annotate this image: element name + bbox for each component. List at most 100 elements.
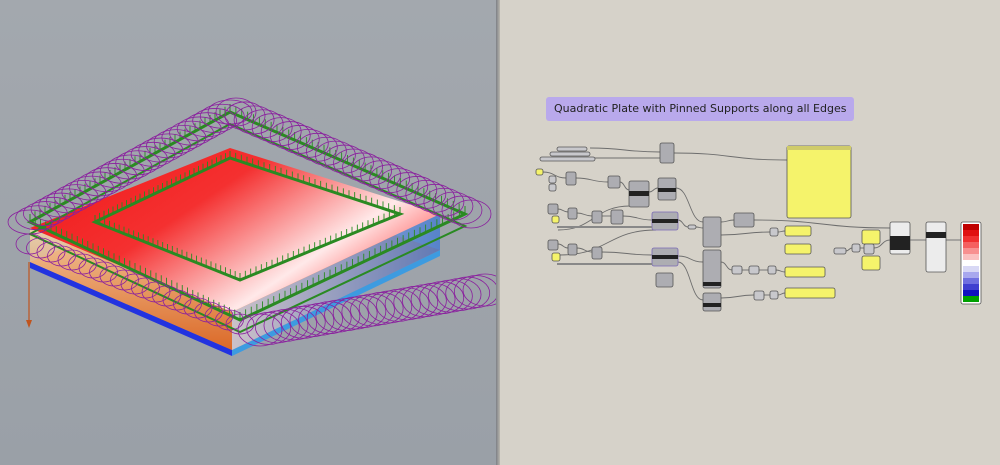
wire	[575, 177, 609, 183]
gh-component[interactable]	[748, 265, 760, 275]
wire	[675, 187, 704, 223]
gh-component[interactable]	[861, 229, 881, 245]
plate-side-right-curtain	[232, 214, 440, 350]
node-layer	[535, 142, 982, 312]
plate-3d-view	[7, 97, 496, 356]
node-graph	[535, 142, 982, 312]
component-band	[890, 236, 910, 250]
gh-component[interactable]	[784, 287, 836, 299]
gh-component[interactable]	[591, 210, 603, 224]
gh-component[interactable]	[925, 221, 947, 273]
component-band	[652, 219, 678, 223]
gh-component[interactable]	[833, 247, 847, 255]
gh-component[interactable]	[556, 146, 588, 152]
plate-side-front	[30, 262, 232, 356]
gh-component[interactable]	[659, 142, 675, 164]
color-gradient-legend-icon	[963, 224, 979, 230]
wire	[720, 219, 735, 223]
gh-component[interactable]	[786, 145, 852, 219]
gh-component[interactable]	[655, 272, 674, 288]
gh-component[interactable]	[702, 216, 722, 248]
gh-component[interactable]	[784, 243, 812, 255]
wire	[648, 187, 659, 193]
wire	[720, 294, 755, 299]
wire	[720, 231, 771, 236]
gh-component[interactable]	[539, 156, 596, 162]
gh-component[interactable]	[549, 151, 591, 157]
color-gradient-legend-icon	[963, 242, 979, 248]
rhino-viewport[interactable]	[0, 0, 496, 465]
wire	[777, 230, 786, 233]
gh-component[interactable]	[548, 183, 557, 192]
gh-component[interactable]	[548, 175, 557, 184]
color-gradient-legend-icon	[963, 278, 979, 284]
gh-component[interactable]	[547, 203, 559, 215]
wire	[673, 152, 788, 161]
gh-component[interactable]	[731, 265, 743, 275]
component-band	[629, 191, 649, 196]
gh-component[interactable]	[733, 212, 755, 228]
group-label[interactable]: Quadratic Plate with Pinned Supports alo…	[546, 97, 855, 121]
gh-component[interactable]	[565, 171, 577, 186]
gh-component[interactable]	[607, 175, 621, 189]
color-gradient-legend-icon	[963, 230, 979, 236]
gh-component[interactable]	[784, 266, 826, 278]
wire	[845, 247, 853, 252]
gh-component[interactable]	[753, 290, 765, 301]
color-gradient-legend-icon	[963, 296, 979, 302]
component-band	[652, 255, 678, 259]
wire	[677, 261, 704, 301]
wire	[753, 219, 891, 229]
wire	[601, 251, 653, 256]
wire	[589, 147, 661, 153]
wire	[695, 226, 704, 229]
gh-component[interactable]	[551, 215, 560, 224]
slider-track[interactable]	[557, 226, 652, 228]
wire	[677, 219, 689, 228]
gh-component[interactable]	[702, 292, 722, 312]
grasshopper-canvas[interactable]: Quadratic Plate with Pinned Supports alo…	[500, 0, 1000, 465]
gh-component[interactable]	[769, 227, 779, 237]
pane-splitter[interactable]	[496, 0, 500, 465]
wire	[720, 261, 733, 271]
down-arrow-icon	[26, 262, 32, 328]
support-rings-purple	[7, 97, 496, 347]
component-band	[703, 282, 721, 286]
gh-component[interactable]	[851, 243, 861, 253]
gh-component[interactable]	[610, 209, 624, 225]
wire	[576, 212, 593, 217]
wire	[777, 292, 786, 296]
support-frame-green	[26, 104, 469, 334]
color-gradient-legend-icon	[963, 266, 979, 272]
gh-component[interactable]	[861, 255, 881, 271]
gh-component[interactable]	[784, 225, 812, 237]
gh-component[interactable]	[769, 290, 779, 300]
gh-component[interactable]	[567, 207, 578, 220]
gh-component[interactable]	[547, 239, 559, 251]
component-band	[658, 188, 676, 192]
color-gradient-legend-icon	[963, 290, 979, 296]
gh-component[interactable]	[767, 265, 777, 275]
wire	[622, 215, 653, 221]
gh-component[interactable]	[863, 243, 875, 255]
gh-component[interactable]	[535, 168, 544, 176]
wire	[557, 208, 569, 213]
gh-component[interactable]	[567, 243, 578, 256]
wire	[677, 255, 704, 263]
gh-component[interactable]	[551, 252, 561, 262]
color-gradient-legend-icon	[963, 284, 979, 290]
component-band	[926, 232, 946, 238]
wire	[576, 247, 593, 253]
gh-component[interactable]	[591, 246, 603, 260]
slider-track[interactable]	[557, 263, 652, 265]
wire	[557, 243, 569, 249]
wire	[542, 171, 567, 179]
panel-header	[787, 146, 851, 150]
color-gradient-legend-icon	[963, 260, 979, 266]
gh-component[interactable]	[687, 224, 697, 230]
gh-component[interactable]	[702, 249, 722, 289]
wire	[619, 181, 630, 191]
color-gradient-legend-icon	[963, 248, 979, 254]
color-gradient-legend-icon	[963, 272, 979, 278]
wire	[873, 239, 891, 249]
